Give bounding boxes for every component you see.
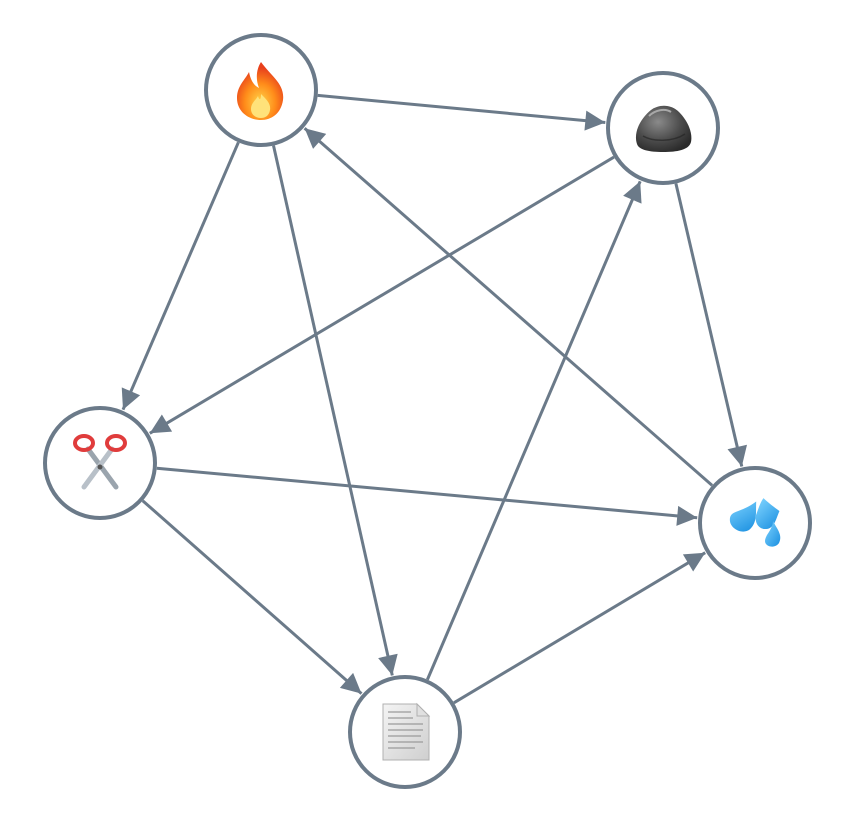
edge-scissors-to-paper (141, 499, 363, 695)
edge-paper-to-water (453, 551, 706, 705)
edge-rock-to-water (674, 183, 748, 467)
water-node (698, 466, 812, 580)
rock-node (606, 71, 720, 185)
rock-icon (635, 105, 692, 152)
edge-water-to-fire (303, 127, 714, 487)
edge-paper-to-rock (426, 180, 642, 681)
scissors-node (43, 406, 157, 520)
scissors-icon (73, 434, 127, 490)
edges-layer (121, 93, 748, 705)
fire-icon (237, 62, 284, 120)
edge-fire-to-paper (272, 145, 398, 676)
paper-node (348, 675, 462, 789)
edge-scissors-to-water (156, 466, 698, 526)
edge-rock-to-scissors (149, 155, 615, 435)
paper-icon (382, 702, 431, 761)
water-droplets-icon (729, 498, 781, 547)
fire-node (204, 33, 318, 147)
water-node-ring (698, 466, 812, 580)
edge-fire-to-scissors (121, 141, 240, 411)
edge-fire-to-rock (317, 93, 606, 131)
